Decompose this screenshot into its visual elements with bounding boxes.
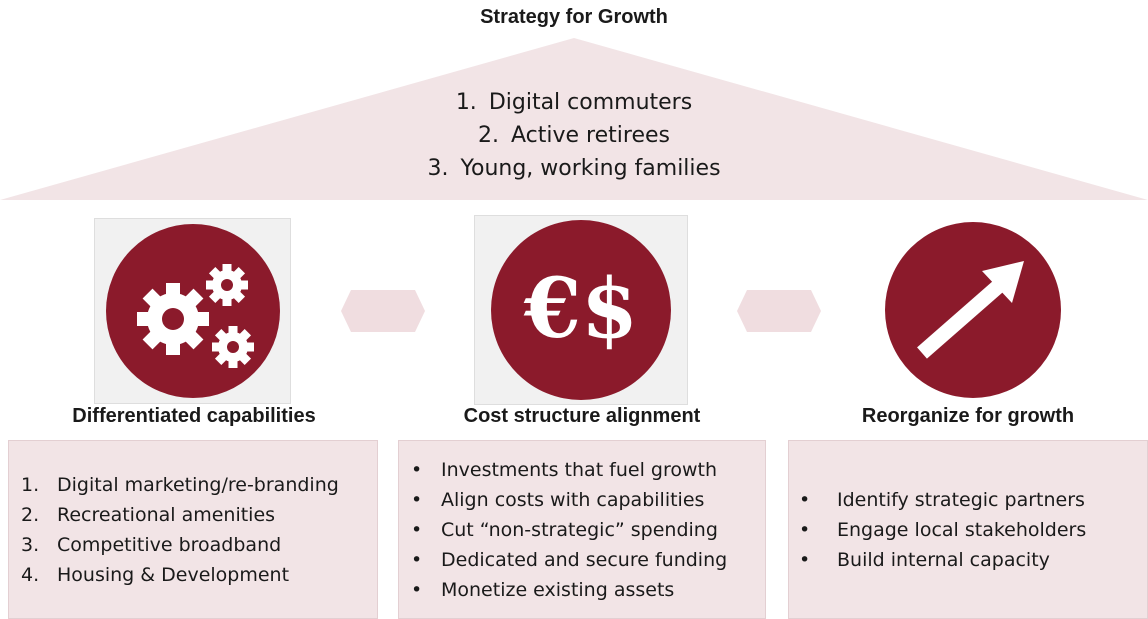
segment-item: 3.Young, working families (427, 156, 721, 181)
roof-shape (0, 38, 1148, 200)
list-item: •Align costs with capabilities (411, 488, 705, 511)
pillar-title: Differentiated capabilities (72, 405, 316, 427)
growth-arrow-icon (885, 222, 1061, 398)
svg-text:€$: €$ (523, 261, 638, 357)
list-item: •Investments that fuel growth (411, 458, 718, 481)
list-item: •Build internal capacity (799, 548, 1050, 571)
pillar-title: Cost structure alignment (463, 405, 701, 427)
diagram-title: Strategy for Growth (480, 6, 668, 28)
reorganize-list: •Identify strategic partners •Engage loc… (789, 485, 1086, 575)
segment-list: 1.Digital commuters 2.Active retirees 3.… (0, 86, 1148, 185)
connector-hexagon (341, 290, 425, 332)
list-item: 2.Recreational amenities (21, 503, 276, 526)
list-item: •Cut “non-strategic” spending (411, 518, 718, 541)
list-item: •Monetize existing assets (411, 578, 675, 601)
gears-icon-frame (94, 218, 291, 404)
capabilities-box: 1.Digital marketing/re-branding 2.Recrea… (8, 440, 378, 619)
pillar-title: Reorganize for growth (861, 405, 1075, 427)
list-item: •Dedicated and secure funding (411, 548, 728, 571)
reorganize-box: •Identify strategic partners •Engage loc… (788, 440, 1148, 619)
currency-icon-frame: €$ (474, 215, 688, 405)
cost-structure-list: •Investments that fuel growth •Align cos… (399, 455, 727, 605)
capabilities-list: 1.Digital marketing/re-branding 2.Recrea… (9, 470, 339, 590)
connector-hexagon (737, 290, 821, 332)
list-item: 1.Digital marketing/re-branding (21, 473, 339, 496)
segment-item: 1.Digital commuters (455, 90, 693, 115)
euro-dollar-icon: €$ (491, 220, 671, 400)
segment-item: 2.Active retirees (478, 123, 670, 148)
list-item: 4.Housing & Development (21, 563, 290, 586)
list-item: •Identify strategic partners (799, 488, 1085, 511)
list-item: •Engage local stakeholders (799, 518, 1087, 541)
cost-structure-box: •Investments that fuel growth •Align cos… (398, 440, 766, 619)
gears-icon (105, 224, 280, 398)
list-item: 3.Competitive broadband (21, 533, 282, 556)
